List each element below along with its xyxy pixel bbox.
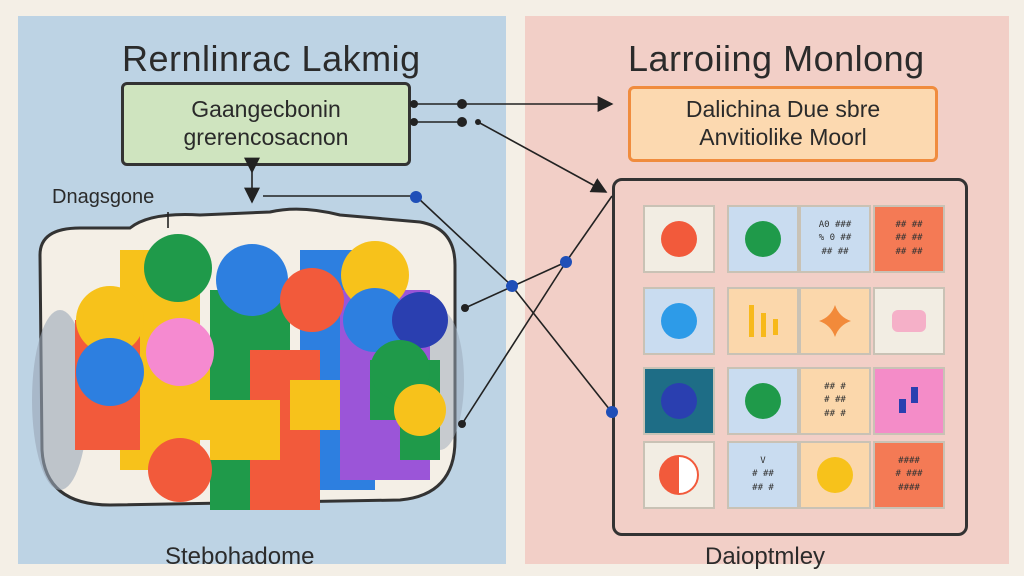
tile-dot — [745, 221, 781, 257]
disc-yellow-top — [341, 241, 409, 309]
grid-tile: ## # # ## ## # — [799, 367, 871, 435]
node-dot — [475, 119, 481, 125]
disc-navy-right — [392, 292, 448, 348]
grid-tile — [727, 287, 799, 355]
tile-text: ## ## ## ## ## ## — [895, 219, 923, 257]
node-dot — [458, 420, 466, 428]
block-yellow-2 — [290, 380, 340, 430]
tile-blob — [892, 310, 926, 332]
tile-text: #### # ### #### — [895, 455, 923, 493]
left-caption: Stebohadome — [165, 543, 315, 570]
connector-diagonal-2 — [511, 285, 611, 411]
tile-grid: A0 ### % 0 ## ## ## ## ## ## ## ## ## ## #… — [612, 178, 968, 536]
tile-star-icon — [819, 305, 851, 337]
tile-bars-icon — [749, 305, 778, 337]
grid-tile: ## ## ## ## ## ## — [873, 205, 945, 273]
disc-green-top — [144, 234, 212, 302]
tile-dot — [661, 303, 697, 339]
node-blue — [506, 280, 518, 292]
tile-text: V # ## ## # — [752, 455, 774, 493]
grid-tile: A0 ### % 0 ## ## ## — [799, 205, 871, 273]
disc-blue-top — [216, 244, 288, 316]
grid-tile — [727, 367, 799, 435]
grid-tile — [727, 205, 799, 273]
right-caption: Daioptmley — [705, 543, 826, 570]
disc-blue-right — [343, 288, 407, 352]
node-blue — [560, 256, 572, 268]
arrow-to-grid — [477, 121, 608, 193]
disc-red-top — [280, 268, 344, 332]
node-dot — [457, 117, 467, 127]
left-side-label: Dnagsgone — [52, 186, 155, 208]
connector-diagonal-1 — [417, 197, 513, 287]
left-box-line-2: grerencosacnon — [183, 124, 349, 150]
disc-yellow-right — [394, 384, 446, 436]
grid-tile — [643, 367, 715, 435]
block-yellow — [210, 400, 280, 460]
grid-tile — [643, 205, 715, 273]
grid-tile: V # ## ## # — [727, 441, 799, 509]
grid-tile — [873, 287, 945, 355]
shadow-left — [32, 310, 88, 490]
right-concept-box: Dalichina Due sbre Anvitiolike Moorl — [628, 86, 938, 162]
right-box-line-2: Anvitiolike Moorl — [699, 124, 867, 150]
grid-tile — [873, 367, 945, 435]
grid-tile — [643, 441, 715, 509]
connector-diagonal-5 — [461, 261, 567, 425]
node-blue — [606, 406, 618, 418]
tile-text: A0 ### % 0 ## ## ## — [818, 219, 852, 257]
left-box-line-1: Gaangecbonin — [191, 96, 341, 123]
grid-tile — [799, 441, 871, 509]
left-concept-box: Gaangecbonin grerencosacnon — [121, 82, 411, 166]
node-dot — [410, 118, 418, 126]
node-blue — [410, 191, 422, 203]
grid-tile — [799, 287, 871, 355]
tile-dot — [661, 383, 697, 419]
disc-red-bottom — [148, 438, 212, 502]
disc-blue-left — [76, 338, 144, 406]
grid-tile: #### # ### #### — [873, 441, 945, 509]
node-dot — [461, 304, 469, 312]
block-purple — [340, 420, 400, 470]
tile-half-dot — [659, 455, 699, 495]
node-dot — [410, 100, 418, 108]
tile-dot — [817, 457, 853, 493]
tile-dot — [661, 221, 697, 257]
disc-pink — [146, 318, 214, 386]
disc-yellow-left — [76, 286, 144, 354]
tile-bars-icon — [899, 387, 918, 413]
left-title: Rernlinrac Lakmig — [122, 38, 421, 79]
grid-tile — [643, 287, 715, 355]
connector-diagonal-4 — [565, 195, 613, 263]
right-box-line-1: Dalichina Due sbre — [685, 96, 881, 123]
node-dot — [457, 99, 467, 109]
tile-text: ## # # ## ## # — [824, 381, 846, 419]
tile-dot — [745, 383, 781, 419]
right-title: Larroiing Monlong — [628, 38, 925, 79]
